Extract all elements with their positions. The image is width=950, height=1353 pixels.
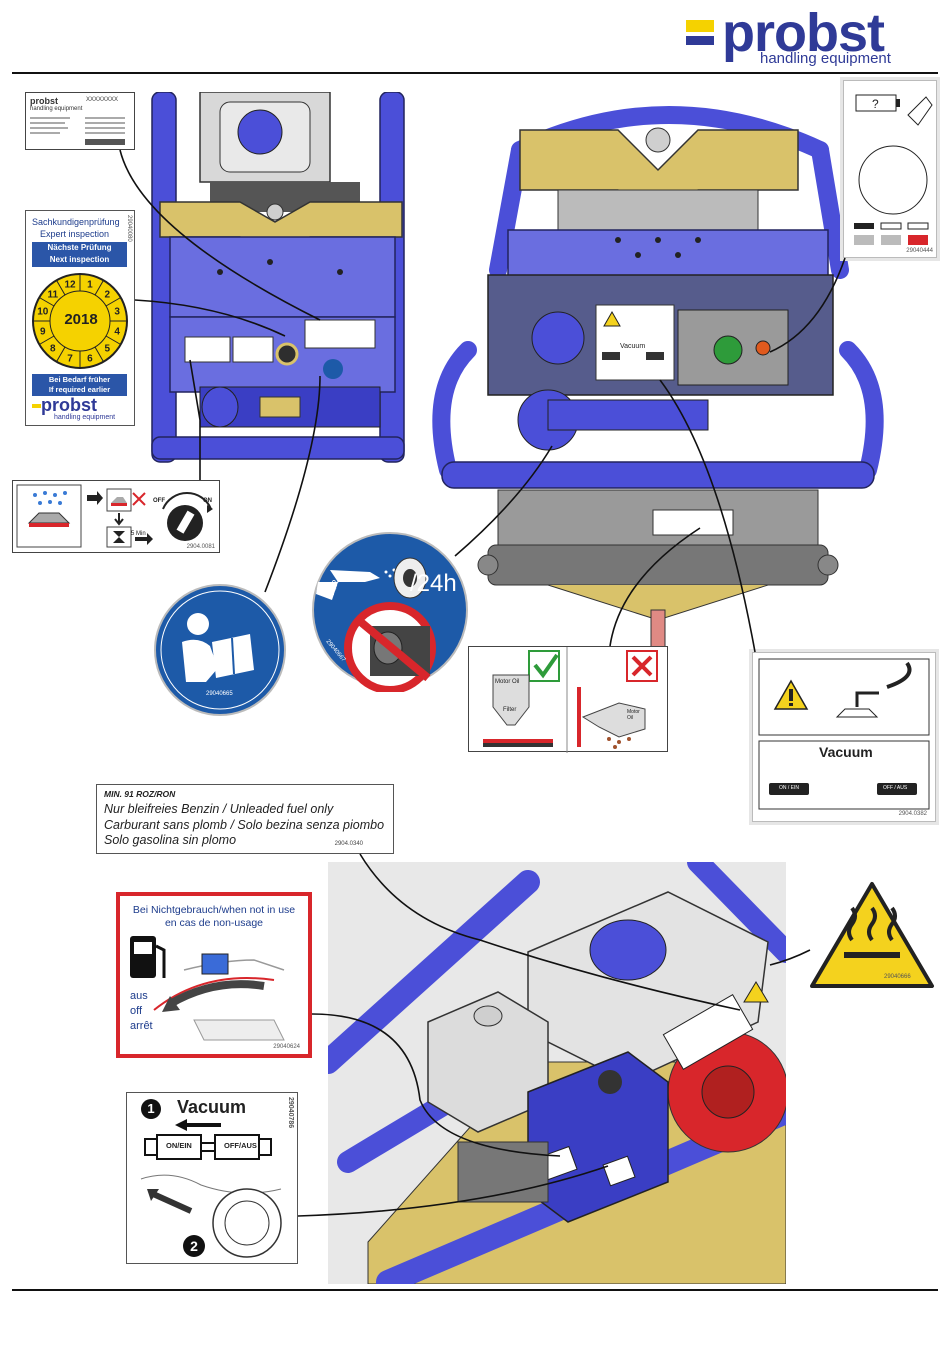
manual-code: 29040665 <box>206 691 233 697</box>
month-label: 2 <box>104 289 110 300</box>
vacuum-step1: 1 <box>141 1099 161 1119</box>
read-manual-sign <box>154 584 286 716</box>
oil-filter-label: Filter <box>503 707 517 713</box>
vacuum-right-on: ON / EIN <box>779 785 800 791</box>
inspection-line4: Next inspection <box>49 255 110 264</box>
panel-vacuum-label: Vacuum <box>620 343 646 350</box>
header-rule <box>12 72 938 74</box>
month-label: 9 <box>40 326 46 337</box>
fuel-valve-arret: arrêt <box>130 1020 153 1032</box>
fuel-valve-off: off <box>130 1005 143 1017</box>
inspection-brand-sub: handling equipment <box>54 414 116 421</box>
hot-surface-sign <box>810 882 934 988</box>
type-plate-brand: probst <box>30 96 58 106</box>
month-label: 6 <box>87 354 93 365</box>
vacuum-start-graphic <box>140 1119 282 1258</box>
inspection-brand: probst <box>32 395 97 416</box>
vacuum-left-code: 29040786 <box>287 1097 294 1129</box>
inspection-footer2: If required earlier <box>48 385 111 394</box>
month-label: 8 <box>50 344 56 355</box>
switch-code: 2904.0081 <box>186 544 215 550</box>
svg-text:?: ? <box>872 97 879 111</box>
inspection-sticker: Sachkundigenprüfung Expert inspection Nä… <box>25 210 135 426</box>
battery-sticker: ? 29040444 <box>843 80 937 258</box>
switch-time-label: 5 Min <box>131 531 146 537</box>
month-label: 1 <box>87 279 93 290</box>
inspection-footer-box: Bei Bedarf früher If required earlier <box>32 374 127 396</box>
fuel-valve-code: 29040624 <box>273 1044 300 1050</box>
engine-illustration <box>328 862 786 1284</box>
fuel-label-line1: MIN. 91 ROZ/RON <box>104 789 176 799</box>
month-divider <box>105 335 121 345</box>
fuel-valve-aus: aus <box>130 990 148 1002</box>
fuel-label-line4: Solo gasolina sin plomo <box>104 833 237 847</box>
inspection-year: 2018 <box>64 311 98 328</box>
fuel-label-code: 2904.0340 <box>334 841 363 847</box>
logo-text: probst <box>722 3 885 63</box>
switch-off-label: OFF <box>153 498 165 504</box>
switch-sticker-graphic <box>16 484 213 548</box>
vacuum-left-on: ON/EIN <box>166 1141 192 1150</box>
hot-surface-code: 29040666 <box>884 974 911 980</box>
vacuum-start-sticker: 1 Vacuum 29040786 ON/EIN OFF/AUS 2 <box>126 1092 298 1264</box>
month-divider <box>105 297 121 307</box>
month-label: 12 <box>64 279 76 290</box>
vacuum-warning-graphic <box>758 658 930 810</box>
air-filter-sign <box>312 532 468 692</box>
month-label: 5 <box>104 344 110 355</box>
inspection-code: 29040080 <box>126 215 132 242</box>
fuel-valve-line2: en cas de non-usage <box>164 917 264 929</box>
inspection-line3: Nächste Prüfung <box>47 243 112 252</box>
month-label: 10 <box>37 307 49 318</box>
battery-code: 29040444 <box>906 248 933 254</box>
type-plate-lines <box>30 117 125 145</box>
vacuum-right-code: 2904.0382 <box>898 811 927 817</box>
engine-oil-graphic <box>483 647 658 753</box>
fuel-label-line3: Carburant sans plomb / Solo bezina senza… <box>104 817 385 832</box>
vacuum-left-label: Vacuum <box>177 1097 247 1117</box>
battery-sticker-graphic: ? <box>854 94 933 245</box>
type-plate-sub: handling equipment <box>30 106 83 112</box>
vacuum-right-label: Vacuum <box>819 744 873 760</box>
vacuum-warning-sticker: Vacuum ON / EIN OFF / AUS 2904.0382 <box>752 652 936 822</box>
fuel-valve-sticker: Bei Nichtgebrauch/when not in use en cas… <box>116 892 312 1058</box>
type-plate-sticker: probst handling equipment XXXXXXXX <box>25 92 135 150</box>
filter-interval: /24h <box>410 570 457 597</box>
month-divider <box>94 280 104 296</box>
vacuum-left-off: OFF/AUS <box>224 1141 257 1150</box>
oil-label-right: Motor Oil <box>627 709 640 721</box>
engine-oil-sticker: Motor Oil Filter Motor Oil <box>468 646 668 753</box>
month-label: 3 <box>114 307 120 318</box>
logo-bar-yellow <box>686 20 714 32</box>
switch-on-label: ON <box>203 498 212 504</box>
month-divider <box>94 346 104 362</box>
machine-rear-illustration <box>432 106 884 650</box>
logo-tagline: handling equipment <box>760 50 891 67</box>
vacuum-step2: 2 <box>183 1235 205 1257</box>
type-plate-serial: XXXXXXXX <box>86 97 119 103</box>
fuel-label: MIN. 91 ROZ/RON Nur bleifreies Benzin / … <box>96 784 394 854</box>
inspection-line2: Expert inspection <box>39 229 110 239</box>
switch-sticker: OFF ON 5 Min 2904.0081 <box>12 480 220 553</box>
month-divider <box>39 297 55 307</box>
footer-rule <box>12 1289 938 1291</box>
month-divider <box>39 335 55 345</box>
vacuum-right-off: OFF / AUS <box>883 785 908 791</box>
oil-label-left: Motor Oil <box>495 679 520 685</box>
fuel-valve-graphic <box>130 936 285 1041</box>
inspection-footer1: Bei Bedarf früher <box>48 375 111 384</box>
machine-front-illustration <box>151 92 405 463</box>
month-divider <box>56 280 66 296</box>
logo-bar-blue <box>686 36 714 45</box>
month-label: 7 <box>67 354 73 365</box>
month-divider <box>56 346 66 362</box>
inspection-next-box: Nächste Prüfung Next inspection <box>32 242 127 267</box>
inspection-line1: Sachkundigenprüfung <box>32 217 120 227</box>
fuel-valve-line1: Bei Nichtgebrauch/when not in use <box>132 904 296 916</box>
month-label: 11 <box>47 289 58 300</box>
month-label: 4 <box>114 326 120 337</box>
inspection-brand-bar <box>32 404 41 409</box>
fuel-label-line2: Nur bleifreies Benzin / Unleaded fuel on… <box>104 802 334 816</box>
